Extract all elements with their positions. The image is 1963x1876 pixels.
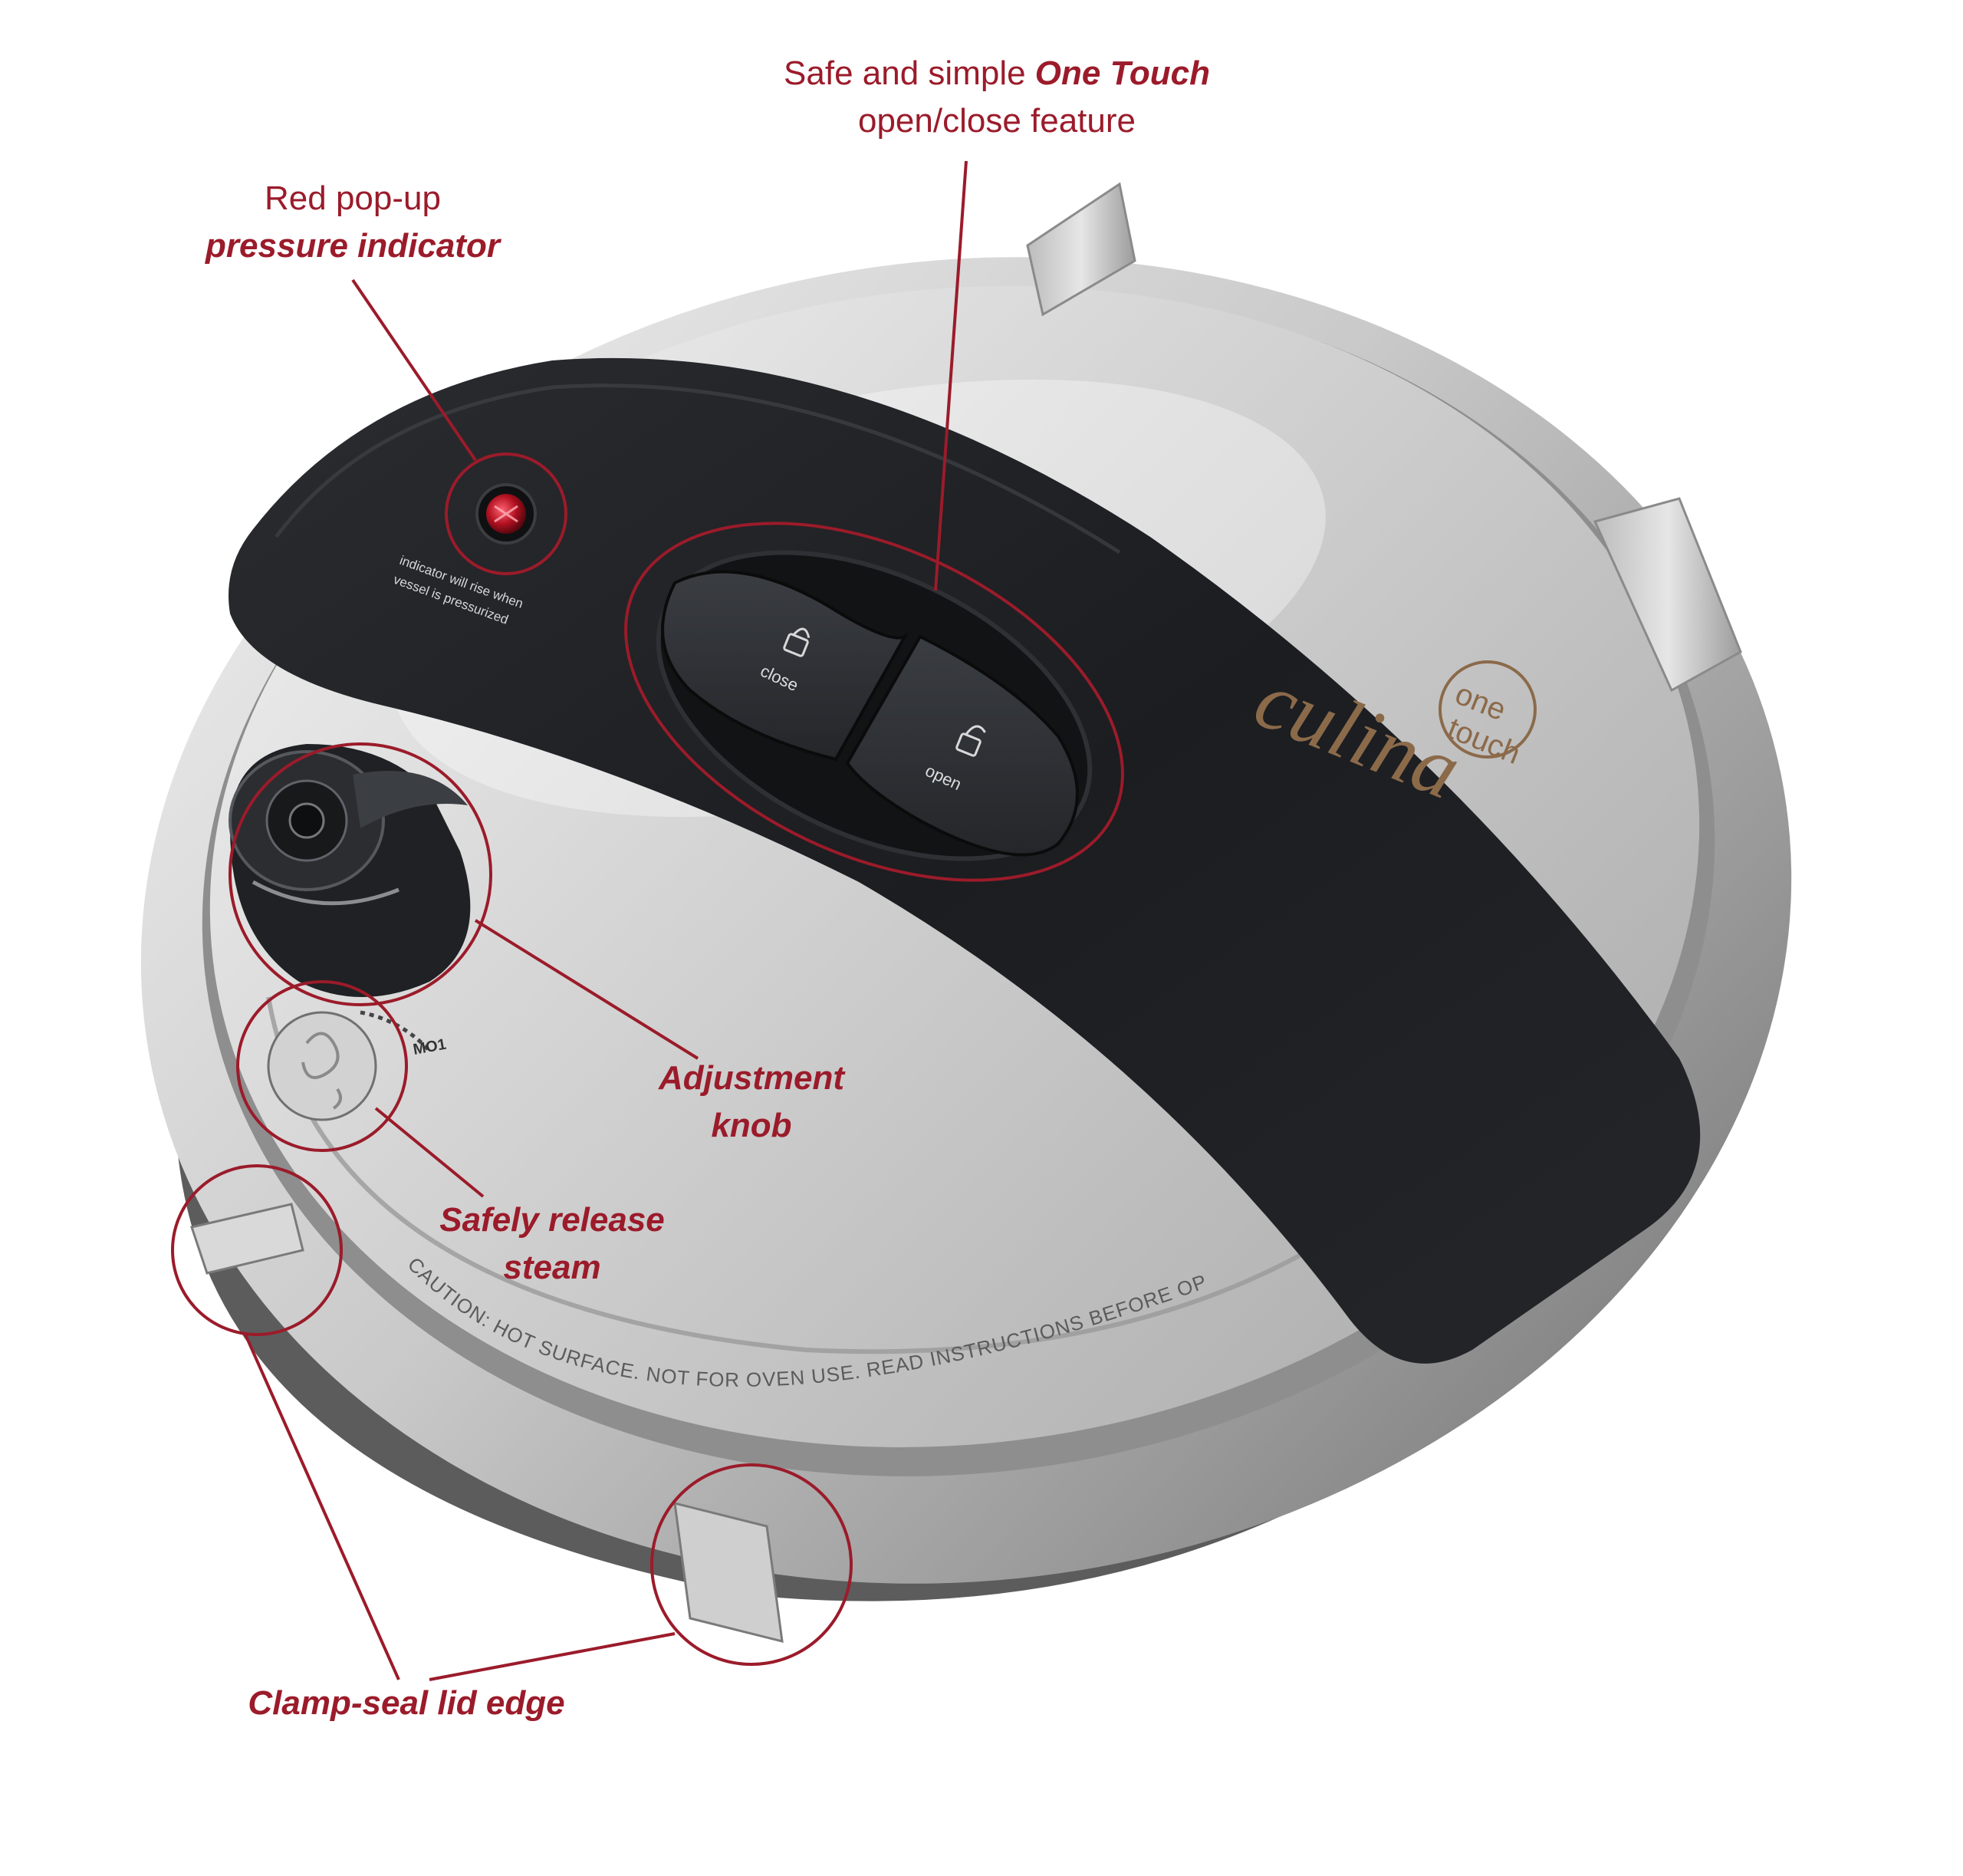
leader-knob bbox=[474, 919, 699, 1060]
callout-one-touch-text: Safe and simple bbox=[784, 54, 1035, 92]
leader-pressure bbox=[351, 278, 477, 462]
clamp-tab-right bbox=[1593, 497, 1742, 693]
lock-open-icon bbox=[955, 725, 986, 757]
callout-clamp-line1: Clamp-seal lid edge bbox=[248, 1684, 565, 1722]
callout-one-touch: Safe and simple One Touch open/close fea… bbox=[782, 50, 1212, 145]
pressure-indicator-ring bbox=[445, 453, 567, 575]
callout-pressure: Red pop-up pressure indicator bbox=[192, 175, 514, 270]
callout-steam-line1: Safely release bbox=[439, 1201, 665, 1239]
leader-clamp-bottom bbox=[429, 1632, 676, 1681]
close-button[interactable] bbox=[661, 570, 909, 762]
callout-knob-line2: knob bbox=[711, 1107, 792, 1144]
callout-one-touch-em: One Touch bbox=[1034, 54, 1210, 92]
steam-swirl-icon bbox=[301, 1032, 342, 1110]
clamp-tab-top bbox=[1026, 182, 1136, 317]
leader-clamp-left bbox=[244, 1334, 400, 1680]
pressure-indicator bbox=[475, 483, 537, 545]
clamp-tab-left bbox=[190, 1203, 304, 1275]
leader-one-touch bbox=[934, 160, 968, 591]
clamp-ring-bottom bbox=[650, 1463, 853, 1666]
adjustment-knob[interactable] bbox=[229, 744, 471, 997]
steam-ring bbox=[236, 980, 408, 1152]
callout-pressure-line1: Red pop-up bbox=[265, 179, 441, 217]
callout-knob-line1: Adjustment bbox=[659, 1059, 844, 1097]
leader-steam bbox=[374, 1107, 485, 1198]
clamp-tab-bottom bbox=[673, 1502, 784, 1643]
clamp-ring-left bbox=[171, 1164, 343, 1336]
callout-steam-line2: steam bbox=[503, 1249, 601, 1286]
one-touch-button-pod bbox=[656, 550, 1093, 861]
lock-closed-icon bbox=[783, 627, 811, 657]
callout-clamp: Clamp-seal lid edge bbox=[230, 1680, 583, 1727]
callout-steam: Safely release steam bbox=[429, 1196, 675, 1292]
open-button[interactable] bbox=[845, 634, 1079, 857]
annotation-marks bbox=[171, 160, 1124, 1681]
callout-pressure-line2: pressure indicator bbox=[206, 227, 500, 265]
steam-dial[interactable]: MO1 bbox=[267, 1010, 448, 1121]
callout-one-touch-line2: open/close feature bbox=[857, 102, 1136, 140]
knob-ring bbox=[229, 742, 492, 1006]
callout-knob: Adjustment knob bbox=[636, 1055, 866, 1150]
